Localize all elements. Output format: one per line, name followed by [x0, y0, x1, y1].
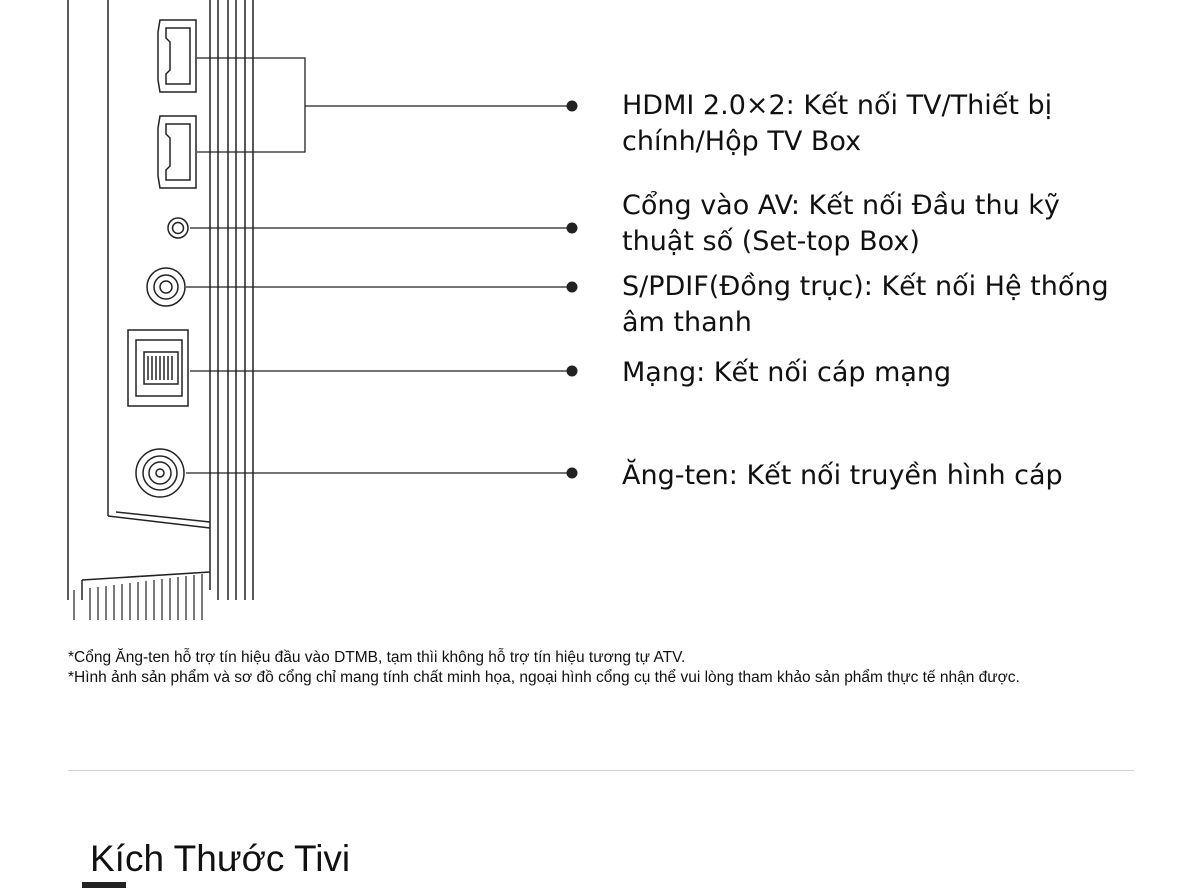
antenna-label: Ăng-ten: Kết nối truyền hình cáp: [622, 460, 1063, 491]
panel-vents: [73, 574, 203, 620]
section-divider: [68, 770, 1134, 771]
hdmi-port-icon: [157, 115, 197, 189]
footnote-illustration: *Hình ảnh sản phẩm và sơ đồ cổng chỉ man…: [68, 669, 1020, 686]
tv-rear-panel-illustration: [67, 0, 578, 620]
footnotes: *Cổng Ăng-ten hỗ trợ tín hiệu đầu vào DT…: [68, 648, 1148, 688]
leader-lines: [186, 57, 572, 474]
hdmi-label: HDMI 2.0×2: Kết nối TV/Thiết bị chính/Hộ…: [622, 90, 1053, 157]
port-diagram: [67, 0, 578, 620]
ethernet-port-icon: [127, 329, 189, 407]
antenna-port-icon: [135, 448, 185, 498]
spdif-coaxial-port-icon: [146, 267, 186, 307]
leader-dots: [566, 100, 578, 479]
spdif-label: S/PDIF(Đồng trục): Kết nối Hệ thống âm t…: [622, 271, 1109, 338]
av-input-label: Cổng vào AV: Kết nối Đầu thu kỹ thuật số…: [622, 190, 1060, 257]
panel-body: [67, 0, 254, 600]
hdmi-port-icon: [157, 19, 197, 93]
av-input-port-icon: [167, 217, 189, 239]
ethernet-label: Mạng: Kết nối cáp mạng: [622, 357, 952, 388]
section-title: Kích Thước Tivi: [90, 838, 351, 879]
section-title-accent: [82, 882, 126, 888]
footnote-antenna: *Cổng Ăng-ten hỗ trợ tín hiệu đầu vào DT…: [68, 649, 686, 666]
